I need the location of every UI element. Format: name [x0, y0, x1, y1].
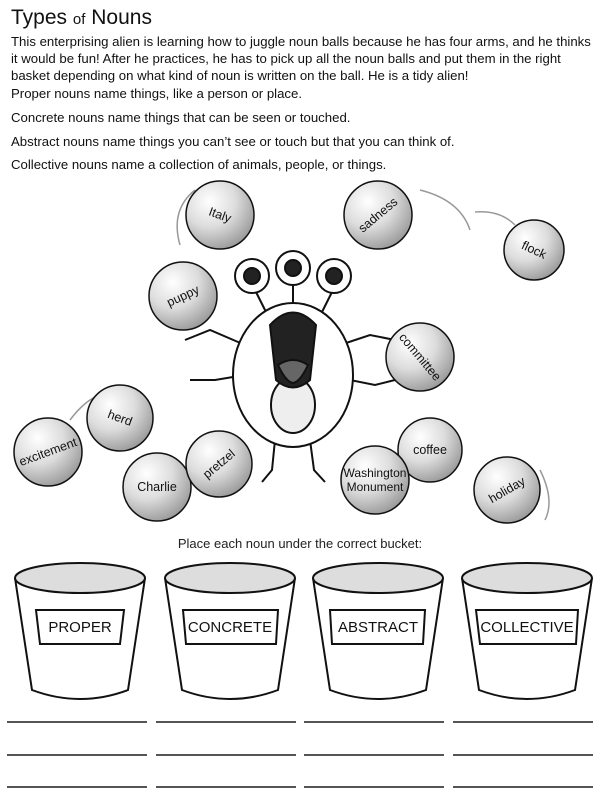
- answer-line-abstract-2[interactable]: [304, 754, 444, 756]
- answer-line-proper-1[interactable]: [7, 721, 147, 723]
- noun-ball-puppy: puppy: [148, 261, 218, 331]
- bucket-concrete-shape: [164, 562, 296, 700]
- noun-ball-excitement: excitement: [13, 417, 83, 487]
- answer-line-abstract-1[interactable]: [304, 721, 444, 723]
- bucket-label-collective: COLLECTIVE: [480, 619, 574, 636]
- rule-collective: Collective nouns name a collection of an…: [11, 157, 387, 172]
- bucket-proper-shape: [14, 562, 146, 700]
- noun-ball-herd: herd: [86, 384, 154, 452]
- noun-ball-flock: flock: [503, 219, 565, 281]
- answer-line-concrete-2[interactable]: [156, 754, 296, 756]
- answer-line-collective-3[interactable]: [453, 786, 593, 788]
- instruction-text: Place each noun under the correct bucket…: [177, 536, 423, 551]
- noun-ball-coffee: coffee: [397, 417, 463, 483]
- answer-line-proper-2[interactable]: [7, 754, 147, 756]
- noun-ball-pretzel: pretzel: [185, 430, 253, 498]
- bucket-abstract-shape: [312, 562, 444, 700]
- noun-ball-italy: Italy: [185, 180, 255, 250]
- noun-ball-sadness: sadness: [343, 180, 413, 250]
- answer-line-concrete-1[interactable]: [156, 721, 296, 723]
- page-title: Types of Nouns: [11, 6, 152, 29]
- bucket-label-abstract: ABSTRACT: [337, 619, 418, 636]
- bucket-label-concrete: CONCRETE: [187, 619, 273, 636]
- answer-line-abstract-3[interactable]: [304, 786, 444, 788]
- answer-line-concrete-3[interactable]: [156, 786, 296, 788]
- noun-ball-committee: committee: [385, 322, 455, 392]
- noun-ball-washington-monument: Washington Monument: [340, 445, 410, 515]
- bucket-collective-shape: [461, 562, 593, 700]
- rule-concrete: Concrete nouns name things that can be s…: [11, 110, 351, 125]
- answer-line-proper-3[interactable]: [7, 786, 147, 788]
- bucket-label-proper: PROPER: [48, 619, 112, 636]
- answer-line-collective-1[interactable]: [453, 721, 593, 723]
- rule-proper: Proper nouns name things, like a person …: [11, 86, 303, 101]
- answer-line-collective-2[interactable]: [453, 754, 593, 756]
- rule-abstract: Abstract nouns name things you can’t see…: [11, 134, 455, 149]
- intro-paragraph: This enterprising alien is learning how …: [11, 34, 591, 83]
- noun-ball-holiday: holiday: [473, 456, 541, 524]
- noun-ball-charlie: Charlie: [122, 452, 192, 522]
